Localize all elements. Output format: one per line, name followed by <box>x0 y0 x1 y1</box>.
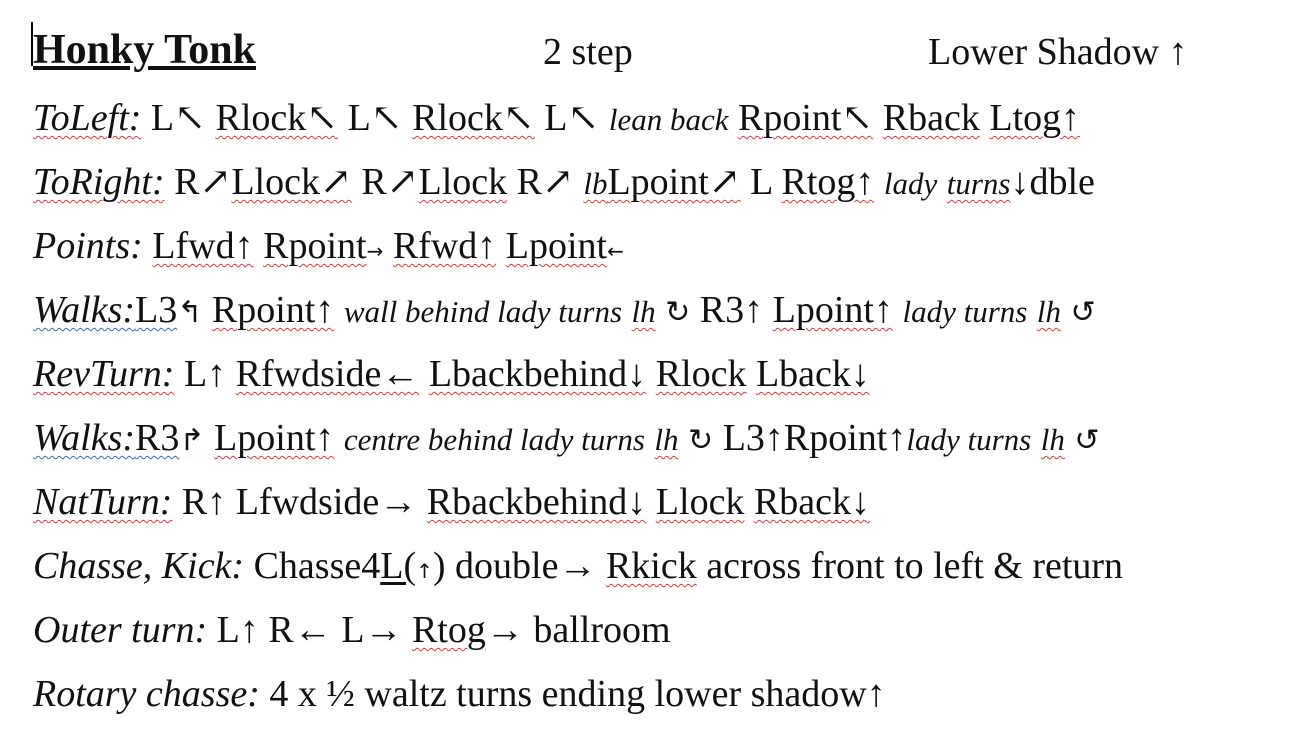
step-token: Rtog <box>411 609 486 651</box>
step-token: L↖ <box>347 97 403 139</box>
step-token: L3 <box>135 289 178 331</box>
step-note: turns <box>946 166 1011 201</box>
step-token: Lpoint <box>505 225 608 267</box>
step-note: lh <box>654 422 679 457</box>
step-token: ↓dble <box>1010 161 1095 203</box>
step-token: Rpoint↑ <box>211 289 335 331</box>
step-token: Lbackbehind↓ <box>428 353 647 395</box>
step-label: NatTurn: <box>33 481 173 523</box>
step-token: L↑ <box>216 609 259 651</box>
step-token: Rkick <box>605 545 697 587</box>
step-token: L↑ <box>183 353 227 395</box>
counterclockwise-turn-icon: ↺ <box>1074 423 1100 458</box>
step-note: lady <box>883 166 938 201</box>
step-note: lady turns <box>902 294 1028 329</box>
right-arrow-icon: → <box>366 239 384 263</box>
step-token: Rback <box>882 97 980 139</box>
step-token: 4 x ½ waltz turns ending lower shadow↑ <box>269 673 886 715</box>
step-token: Rfwd↑ <box>392 225 497 267</box>
line-walks-2: Walks:R3↱ Lpoint↑ centre behind lady tur… <box>33 416 1100 463</box>
title-line: Honky Tonk <box>33 28 256 73</box>
step-token: across front to left & return <box>706 545 1124 587</box>
step-label: Walks: <box>33 417 136 459</box>
step-token: Rpoint↖ <box>737 97 874 139</box>
step-token: L( <box>380 545 417 587</box>
step-note: lady turns <box>906 422 1032 457</box>
step-token: Lpoint↑ <box>772 289 893 331</box>
turn-right-arrow-icon: ↱ <box>179 423 205 458</box>
step-token: Chasse4 <box>253 545 381 587</box>
step-token: R↗ <box>174 161 232 203</box>
step-token: Rlock↖ <box>215 97 339 139</box>
clockwise-turn-icon: ↻ <box>665 295 691 330</box>
step-token: R↗ <box>516 161 574 203</box>
line-points: Points: Lfwd↑ Rpoint→ Rfwd↑ Lpoint← <box>33 224 624 273</box>
step-label: Outer turn: <box>33 609 208 651</box>
dance-style: 2 step <box>543 31 633 73</box>
step-note: lh <box>1036 294 1061 329</box>
step-token: Lfwd↑ <box>152 225 254 267</box>
line-natturn: NatTurn: R↑ Lfwdside→ Rbackbehind↓ Llock… <box>33 480 870 524</box>
step-label: ToRight: <box>33 161 165 203</box>
step-token: Ltog↑ <box>989 97 1081 139</box>
step-token: R3↑ <box>699 289 764 331</box>
step-token: Lback↓ <box>755 353 870 395</box>
line-revturn: RevTurn: L↑ Rfwdside← Lbackbehind↓ Rlock… <box>33 352 870 396</box>
start-position: Lower Shadow ↑ <box>928 31 1188 73</box>
step-note: lean back <box>608 102 729 137</box>
line-chasse-kick: Chasse, Kick: Chasse4L(↑) double→ Rkick … <box>33 544 1123 593</box>
step-note: lb <box>583 166 608 201</box>
step-note: wall behind lady turns <box>343 294 623 329</box>
step-note: lh <box>1040 422 1065 457</box>
step-token: L <box>750 161 772 203</box>
step-token: L↖ <box>544 97 600 139</box>
step-note: centre behind lady turns <box>343 422 645 457</box>
step-token: Lpoint↗ <box>607 161 741 203</box>
line-walks-1: Walks:L3↰ Rpoint↑ wall behind lady turns… <box>33 288 1096 335</box>
step-token: ) double→ <box>432 545 597 587</box>
step-token: L3↑Rpoint↑ <box>722 417 907 459</box>
step-label: Points: <box>33 225 143 267</box>
step-token: Lfwdside→ <box>235 481 418 523</box>
line-toleft: ToLeft: L↖ Rlock↖ L↖ Rlock↖ L↖ lean back… <box>33 96 1080 142</box>
step-token: Rback↓ <box>753 481 871 523</box>
step-label: ToLeft: <box>33 97 142 139</box>
step-label: Chasse, Kick: <box>33 545 245 587</box>
line-outer-turn: Outer turn: L↑ R← L→ Rtog→ ballroom <box>33 608 671 652</box>
dance-title: Honky Tonk <box>33 27 257 73</box>
step-label: Rotary chasse: <box>33 673 260 715</box>
step-token: R↗ <box>361 161 419 203</box>
step-label: RevTurn: <box>33 353 175 395</box>
step-token: R3 <box>135 417 180 459</box>
line-toright: ToRight: R↗Llock↗ R↗Llock R↗ lbLpoint↗ L… <box>33 160 1095 206</box>
step-token: Rtog↑ <box>781 161 875 203</box>
step-token: L↖ <box>150 97 206 139</box>
step-token: Llock <box>418 161 508 203</box>
step-token: R← <box>268 609 332 651</box>
clockwise-turn-icon: ↻ <box>688 423 714 458</box>
step-token: Rlock↖ <box>412 97 535 139</box>
counterclockwise-turn-icon: ↺ <box>1070 295 1096 330</box>
line-rotary-chasse: Rotary chasse: 4 x ½ waltz turns ending … <box>33 672 886 716</box>
step-note: lh <box>631 294 656 329</box>
left-arrow-icon: ← <box>607 239 624 263</box>
step-token: Lpoint↑ <box>214 417 335 459</box>
step-label: Walks: <box>33 289 136 331</box>
text-cursor <box>31 22 33 66</box>
step-token: Llock <box>655 481 745 523</box>
step-token: R↑ <box>181 481 227 523</box>
turn-left-arrow-icon: ↰ <box>177 295 203 330</box>
step-token: Rbackbehind↓ <box>426 481 647 523</box>
step-token: L→ <box>341 609 403 651</box>
step-token: Rfwdside← <box>235 353 420 395</box>
step-token: Rpoint <box>263 225 367 267</box>
up-arrow-icon: ↑ <box>416 559 433 583</box>
step-token: Llock↗ <box>231 161 352 203</box>
step-token: → ballroom <box>485 609 671 651</box>
step-token: Rlock <box>655 353 747 395</box>
